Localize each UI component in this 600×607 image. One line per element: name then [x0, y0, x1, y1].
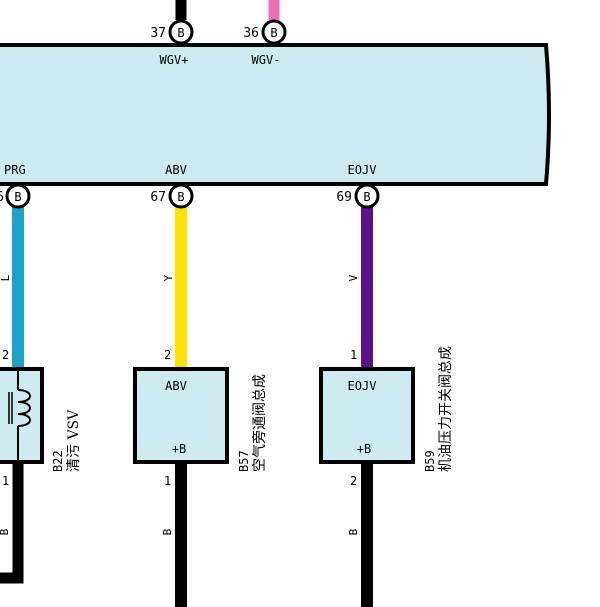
pin-number: 66: [0, 190, 4, 205]
component-b22-pin-top: 2: [2, 348, 9, 362]
pin-signal: WGV+: [160, 53, 189, 67]
ecu-signal-eojv: EOJV: [348, 163, 377, 177]
pin-tag: B: [270, 26, 277, 40]
pin-tag: B: [177, 26, 184, 40]
wire-code-ground-b59: B: [347, 528, 360, 535]
component-b57-pin-top: 2: [164, 348, 171, 362]
component-b59-pin-top: 1: [350, 348, 357, 362]
component-b22-body: [0, 367, 44, 464]
component-b59-code: B59: [423, 450, 437, 472]
ecu-signal-abv: ABV: [165, 163, 187, 177]
pin-tag: B: [14, 190, 21, 204]
component-b57-code: B57: [237, 450, 251, 472]
pin-number: 67: [150, 190, 166, 205]
component-b57-pin-bottom: 1: [164, 474, 171, 488]
ecu-body: [0, 43, 551, 186]
wire-code-eojv: V: [347, 274, 360, 281]
component-b59-name: 机油压力开关阀总成: [438, 346, 454, 472]
ecu-pin-prg: B 66: [0, 183, 31, 209]
component-b57-name: 空气旁通阀总成: [251, 374, 268, 472]
pin-signal: WGV-: [252, 53, 281, 67]
component-b57-supply: +B: [172, 442, 186, 456]
pin-tag: B: [177, 190, 184, 204]
component-b59-supply: +B: [357, 442, 371, 456]
wire-code-abv: Y: [162, 274, 175, 281]
ecu-pin-wgv-plus: B 37 WGV+: [150, 19, 194, 67]
pin-number: 69: [336, 190, 352, 205]
pin-number: 36: [243, 26, 259, 41]
component-b57-body: [133, 367, 229, 464]
component-b57-label: ABV: [165, 379, 187, 393]
ecu-pin-eojv: B 69: [336, 183, 380, 209]
ecu-signal-prg: PRG: [4, 163, 26, 177]
wire-code-prg: L: [0, 274, 12, 281]
component-b57: ABV +B 2 1 B57 空气旁通阀总成: [133, 348, 268, 488]
component-b22-pin-bottom: 1: [2, 474, 9, 488]
wire-ground-b22: [0, 462, 24, 584]
pin-number: 37: [150, 26, 166, 41]
solenoid-coil-icon: [8, 371, 31, 460]
pin-tag: B: [363, 190, 370, 204]
component-b22-name: 清污 VSV: [66, 409, 82, 472]
component-b22-code: B22: [51, 450, 65, 472]
ecu-pin-abv: B 67: [150, 183, 194, 209]
component-b59-label: EOJV: [348, 379, 377, 393]
component-b22: 2 1 B22 清污 VSV: [0, 348, 82, 488]
component-b59-pin-bottom: 2: [350, 474, 357, 488]
ecu-pin-wgv-minus: B 36 WGV-: [243, 19, 287, 67]
wire-code-ground-b57: B: [161, 528, 174, 535]
component-b59: EOJV +B 1 2 B59 机油压力开关阀总成: [319, 346, 454, 488]
wire-code-ground-b22: B: [0, 528, 11, 535]
